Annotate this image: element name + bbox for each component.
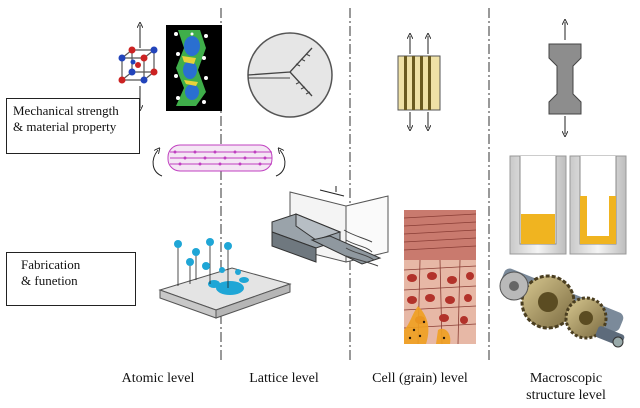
atomic-level-label: Atomic level <box>121 371 195 386</box>
crystal-lattice-icon <box>118 25 158 108</box>
mechanical-strength-box: Mechanical strength & material property <box>6 98 140 154</box>
cantilever-structure-icon <box>271 186 389 267</box>
lattice-level-label: Lattice level <box>249 371 319 386</box>
macroscopic-level-label: Macroscopic structure level <box>508 370 624 404</box>
fiber-composite-icon <box>397 36 441 128</box>
cell-level-label: Cell (grain) level <box>372 371 468 386</box>
gear-assembly-icon <box>499 268 625 348</box>
mechanical-line-1: Mechanical strength <box>13 103 119 118</box>
atomic-deposition-icon <box>158 238 292 319</box>
fabrication-line-1: Fabrication <box>21 257 81 272</box>
atomic-simulation-image <box>166 25 222 111</box>
fabrication-line-2: & funetion <box>21 273 78 288</box>
macro-line-2: structure level <box>526 388 606 403</box>
tensile-specimen-icon <box>548 22 582 134</box>
mechanical-line-2: & material property <box>13 119 117 134</box>
fabrication-box: Fabrication & funetion <box>6 252 136 306</box>
macro-line-1: Macroscopic <box>529 371 603 386</box>
cell-tissue-image <box>403 210 477 345</box>
crack-specimen-icon <box>247 32 333 118</box>
test-tubes-icon <box>509 155 627 255</box>
carbon-nanotube-icon <box>152 144 286 177</box>
